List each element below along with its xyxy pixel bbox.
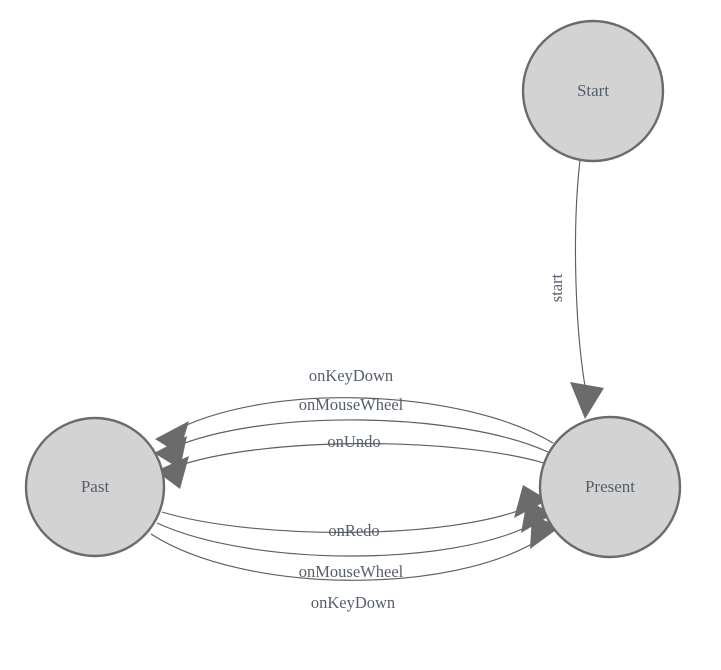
edge-group-past-to-present-onredo[interactable]: onRedo	[161, 485, 548, 540]
edge-path-present-past-3	[174, 443, 545, 468]
edge-group-start-to-present[interactable]: start	[547, 159, 604, 419]
edge-label-past-present-onkeydown: onKeyDown	[311, 593, 395, 612]
edge-label-present-past-onkeydown: onKeyDown	[309, 366, 393, 385]
edge-path-past-present-3	[150, 533, 543, 581]
edge-label-start: start	[547, 273, 566, 302]
node-present[interactable]: Present	[538, 415, 682, 559]
edge-group-present-to-past-onundo[interactable]: onUndo	[156, 432, 545, 489]
arrowhead-past-present-3	[530, 515, 560, 549]
edge-path-past-present-1	[161, 506, 529, 533]
edge-group-past-to-present-onmousewheel[interactable]: onMouseWheel	[156, 500, 553, 581]
edge-path-present-past-2	[171, 419, 549, 453]
node-start-circle[interactable]	[521, 19, 665, 163]
edge-label-past-present-onmousewheel: onMouseWheel	[299, 562, 404, 581]
edge-group-past-to-present-onkeydown[interactable]: onKeyDown	[150, 515, 560, 612]
edge-path-present-past-1	[171, 397, 554, 444]
edge-label-past-present-onredo: onRedo	[328, 521, 379, 540]
node-start[interactable]: Start	[521, 19, 665, 163]
arrowhead-past-present-1	[514, 485, 548, 518]
node-start-label: Start	[577, 81, 609, 100]
node-past-label: Past	[81, 477, 110, 496]
edge-path-start-present	[574, 159, 587, 393]
edge-path-past-present-2	[156, 522, 536, 557]
node-present-circle[interactable]	[538, 415, 682, 559]
arrowhead-past-present-2	[521, 500, 553, 533]
node-present-label: Present	[585, 477, 635, 496]
node-past[interactable]: Past	[24, 416, 166, 558]
arrowhead-present-past-3	[156, 456, 189, 489]
edge-label-present-past-onundo: onUndo	[327, 432, 380, 451]
arrowhead-start-present	[570, 382, 604, 419]
edge-label-present-past-onmousewheel: onMouseWheel	[299, 395, 404, 414]
node-past-circle[interactable]	[24, 416, 166, 558]
